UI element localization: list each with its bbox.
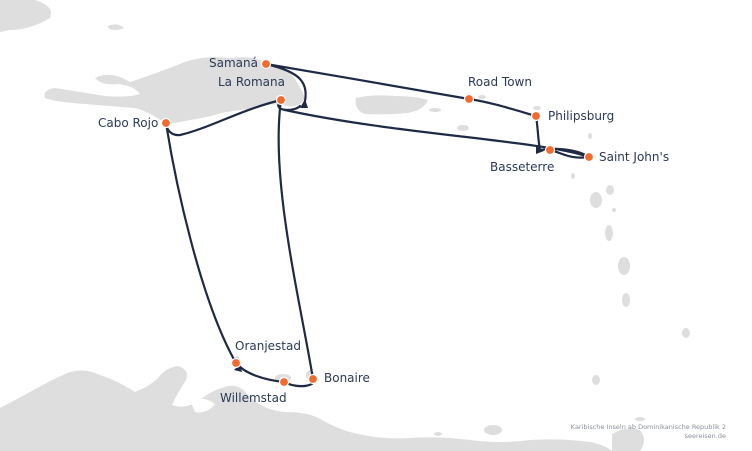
land-cuba-east bbox=[108, 24, 124, 30]
port-label-willemstad: Willemstad bbox=[220, 391, 287, 405]
land-trinidad bbox=[612, 428, 644, 451]
route-arrow bbox=[536, 146, 544, 154]
land-margarita bbox=[484, 425, 502, 435]
port-label-road-town: Road Town bbox=[468, 75, 532, 89]
land-small-island bbox=[434, 432, 442, 436]
land-guadeloupe bbox=[590, 192, 602, 208]
land-marie-galante bbox=[612, 208, 616, 212]
land-st-croix bbox=[457, 125, 469, 131]
port-label-oranjestad: Oranjestad bbox=[235, 339, 301, 353]
land-anguilla bbox=[533, 106, 541, 110]
port-marker-saint-johns[interactable] bbox=[583, 151, 595, 163]
credit-title: Karibische Inseln ab Dominikanische Repu… bbox=[570, 423, 726, 431]
route-segment bbox=[283, 108, 591, 159]
credit-source[interactable]: seereisen.de bbox=[684, 432, 726, 440]
land-puerto-rico bbox=[355, 95, 428, 115]
port-label-basseterre: Basseterre bbox=[490, 160, 554, 174]
route-segment bbox=[277, 98, 315, 381]
land-tortola bbox=[478, 95, 486, 99]
port-marker-la-romana[interactable] bbox=[275, 94, 287, 106]
route-segment bbox=[467, 97, 538, 118]
route-arrow bbox=[300, 99, 308, 108]
ports-layer: Samaná La Romana Cabo Rojo Road Town Phi… bbox=[98, 56, 669, 405]
port-label-cabo-rojo: Cabo Rojo bbox=[98, 116, 158, 130]
port-marker-road-town[interactable] bbox=[463, 93, 475, 105]
land-barbados bbox=[682, 328, 690, 338]
land-south-america bbox=[0, 366, 612, 451]
port-marker-oranjestad[interactable] bbox=[230, 357, 242, 369]
route-segment bbox=[264, 62, 471, 101]
port-label-saint-johns: Saint John's bbox=[599, 150, 669, 164]
port-marker-cabo-rojo[interactable] bbox=[160, 117, 172, 129]
port-marker-willemstad[interactable] bbox=[278, 376, 290, 388]
land-montserrat bbox=[571, 173, 575, 179]
land-vieques bbox=[429, 108, 441, 112]
port-marker-samana[interactable] bbox=[260, 58, 272, 70]
port-marker-basseterre[interactable] bbox=[544, 144, 556, 156]
land-barbuda bbox=[588, 133, 592, 139]
land-grenada bbox=[592, 375, 600, 385]
land-layer bbox=[0, 0, 690, 451]
port-marker-bonaire[interactable] bbox=[307, 373, 319, 385]
port-label-philipsburg: Philipsburg bbox=[548, 109, 614, 123]
land-st-lucia bbox=[622, 293, 630, 307]
land-dominica bbox=[605, 225, 613, 241]
port-marker-philipsburg[interactable] bbox=[530, 110, 542, 122]
land-martinique bbox=[618, 257, 630, 275]
port-label-la-romana: La Romana bbox=[218, 75, 285, 89]
land-grande-terre bbox=[606, 185, 614, 195]
port-label-bonaire: Bonaire bbox=[324, 371, 370, 385]
route-segment bbox=[164, 121, 238, 365]
land-hispaniola bbox=[44, 57, 305, 124]
port-label-samana: Samaná bbox=[209, 56, 258, 70]
land-cuba bbox=[0, 0, 51, 32]
land-tobago bbox=[635, 417, 645, 421]
map-credit: Karibische Inseln ab Dominikanische Repu… bbox=[571, 423, 726, 441]
